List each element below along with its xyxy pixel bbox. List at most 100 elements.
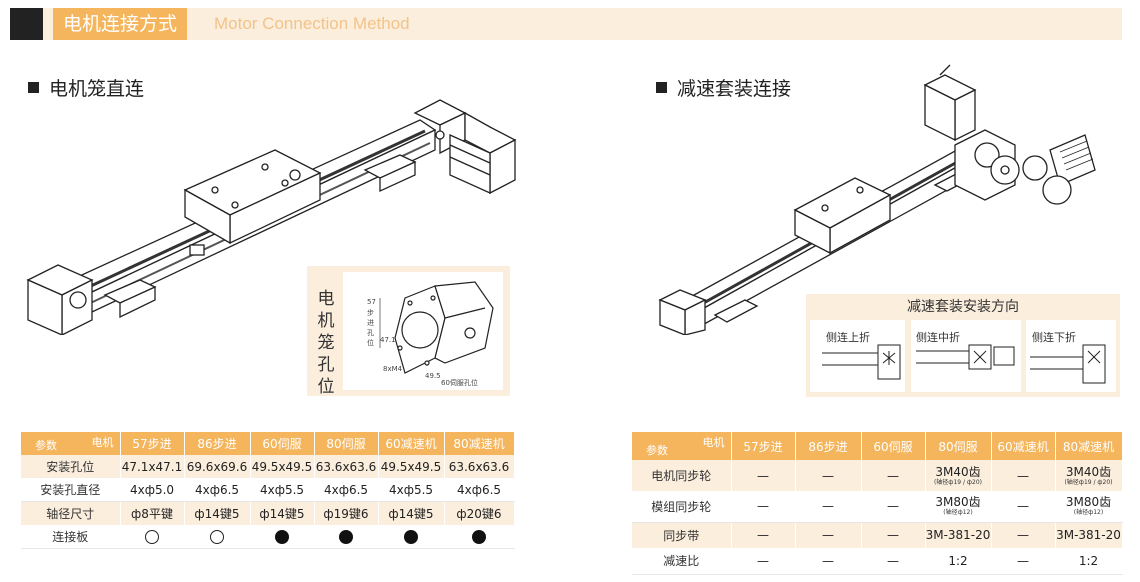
table-cell: 4xф6.5 (444, 478, 515, 502)
table-cell (378, 525, 445, 549)
dim-side-char: 进 (367, 319, 374, 327)
right-section-title: 减速套装连接 (656, 74, 791, 101)
table-cell (184, 525, 251, 549)
table-cell: — (861, 491, 926, 523)
table-header-row: 电机 参数 57步进 86步进 60伺服 80伺服 60减速机 80减速机 (632, 432, 1123, 460)
inset-vertical-label: 电 机 笼 孔 位 (315, 288, 337, 398)
mount-option-lower-label: 侧连下折 (1032, 331, 1076, 344)
header-title-cn: 电机连接方式 (53, 8, 188, 40)
corner-bottom: 参数 (646, 444, 668, 457)
row-label: 同步带 (632, 522, 732, 548)
table-cell: ф14键5 (250, 501, 315, 525)
dim-47: 47.1 (380, 336, 396, 344)
section-header: 电机连接方式 Motor Connection Method (10, 8, 1122, 40)
circle-filled-icon (472, 529, 486, 544)
mount-lower-icon (1030, 344, 1106, 384)
mount-option-upper-label: 侧连上折 (826, 331, 870, 344)
column-header: 57步进 (731, 432, 796, 460)
table-cell: — (795, 460, 862, 491)
column-header: 80伺服 (314, 432, 379, 455)
cell-main: 3M80齿 (935, 495, 981, 510)
linear-module-reducer-illustration (658, 64, 1096, 335)
linear-module-direct-illustration (26, 99, 517, 335)
left-section-title: 电机笼直连 (28, 74, 144, 101)
table-cell: 4xф6.5 (184, 478, 251, 502)
mount-middle-icon (916, 344, 1015, 370)
circle-open-icon (210, 529, 224, 544)
dim-side-char: 孔 (367, 329, 374, 337)
circle-filled-icon (339, 529, 353, 544)
inset-char: 孔 (317, 355, 335, 375)
table-row: 安装孔直径 4xф5.0 4xф6.5 4xф5.5 4xф6.5 4xф5.5… (21, 478, 515, 502)
corner-bottom: 参数 (35, 439, 57, 452)
dim-side-char: 位 (367, 339, 374, 347)
column-header: 60减速机 (991, 432, 1056, 460)
table-header-row: 电机 参数 57步进 86步进 60伺服 80伺服 60减速机 80减速机 (21, 432, 515, 455)
table-cell (314, 525, 379, 549)
cell-sub: (轴径ф12) (943, 509, 973, 517)
circle-open-icon (145, 529, 159, 544)
table-cell: — (861, 522, 926, 548)
table-row: 轴径尺寸 ф8平键 ф14键5 ф14键5 ф19键6 ф14键5 ф20键6 (21, 501, 515, 525)
table-cell: — (991, 460, 1056, 491)
table-row-connection-plate: 连接板 (21, 525, 515, 549)
table-cell: — (795, 522, 862, 548)
left-spec-table: 电机 参数 57步进 86步进 60伺服 80伺服 60减速机 80减速机 安装… (21, 432, 515, 549)
table-cell: 4xф6.5 (314, 478, 379, 502)
dim-side-char: 步 (367, 309, 374, 317)
table-cell: 69.6x69.6 (184, 455, 251, 478)
mount-option-middle-label: 侧连中折 (916, 331, 960, 344)
table-cell: 3M-381-20 (1055, 522, 1123, 548)
inset-char: 电 (317, 289, 335, 309)
table-cell: 49.5x49.5 (250, 455, 315, 478)
dim-holes: 8xM4 (383, 365, 403, 373)
inset-char: 位 (317, 377, 335, 397)
column-header: 60减速机 (378, 432, 445, 455)
table-cell: 3M40齿(轴径ф19 / ф20) (1055, 460, 1123, 491)
table-cell: — (731, 522, 796, 548)
dim-495: 49.5 (425, 372, 441, 380)
column-header: 86步进 (795, 432, 862, 460)
table-cell: 3M80齿(轴径ф12) (925, 491, 992, 523)
table-row: 安装孔位 47.1x47.1 69.6x69.6 49.5x49.5 63.6x… (21, 455, 515, 478)
row-label: 电机同步轮 (632, 460, 732, 491)
table-cell: — (991, 491, 1056, 523)
table-cell: ф20键6 (444, 501, 515, 525)
cell-sub: (轴径ф19 / ф20) (933, 478, 983, 486)
table-cell: — (795, 548, 862, 575)
row-label: 轴径尺寸 (21, 501, 121, 525)
table-cell: 3M80齿(轴径ф12) (1055, 491, 1123, 523)
dim-side-57: 57 (367, 298, 376, 306)
cell-main: 3M40齿 (1065, 464, 1112, 479)
table-row: 模组同步轮 — — — 3M80齿(轴径ф12) — 3M80齿(轴径ф12) (632, 491, 1123, 523)
motor-cage-drawing (379, 281, 494, 374)
corner-top: 电机 (702, 436, 725, 449)
table-cell: 63.6x63.6 (444, 455, 515, 478)
table-row: 电机同步轮 — — — 3M40齿(轴径ф19 / ф20) — 3M40齿(轴… (632, 460, 1123, 491)
motor-cage-inset: 电 机 笼 孔 位 57 步 进 孔 位 47.1 8xM4 49.5 60伺服… (307, 266, 510, 398)
column-header: 80减速机 (1055, 432, 1123, 460)
row-label: 安装孔直径 (21, 478, 121, 502)
column-header: 60伺服 (861, 432, 926, 460)
table-cell: 4xф5.5 (378, 478, 445, 502)
circle-filled-icon (404, 529, 418, 544)
table-cell: ф19键6 (314, 501, 379, 525)
table-cell (444, 525, 515, 549)
table-corner-cell: 电机 参数 (632, 432, 732, 460)
column-header: 60伺服 (250, 432, 315, 455)
cell-main: 3M80齿 (1065, 495, 1112, 510)
inset-char: 机 (317, 311, 335, 331)
table-row: 减速比 — — — 1:2 — 1:2 (632, 548, 1123, 575)
dim-servo-note: 60伺服孔位 (441, 379, 478, 387)
table-cell: 1:2 (925, 548, 992, 575)
table-cell: — (991, 548, 1056, 575)
bullet-square-icon (28, 82, 39, 93)
inset-char: 笼 (317, 333, 335, 353)
table-cell: ф14键5 (378, 501, 445, 525)
table-cell: ф8平键 (120, 501, 185, 525)
row-label: 减速比 (632, 548, 732, 575)
table-cell: — (795, 491, 862, 523)
mount-direction-title: 减速套装安装方向 (907, 299, 1019, 315)
row-label: 模组同步轮 (632, 491, 732, 523)
cell-sub: (轴径ф19 / ф20) (1064, 478, 1113, 486)
